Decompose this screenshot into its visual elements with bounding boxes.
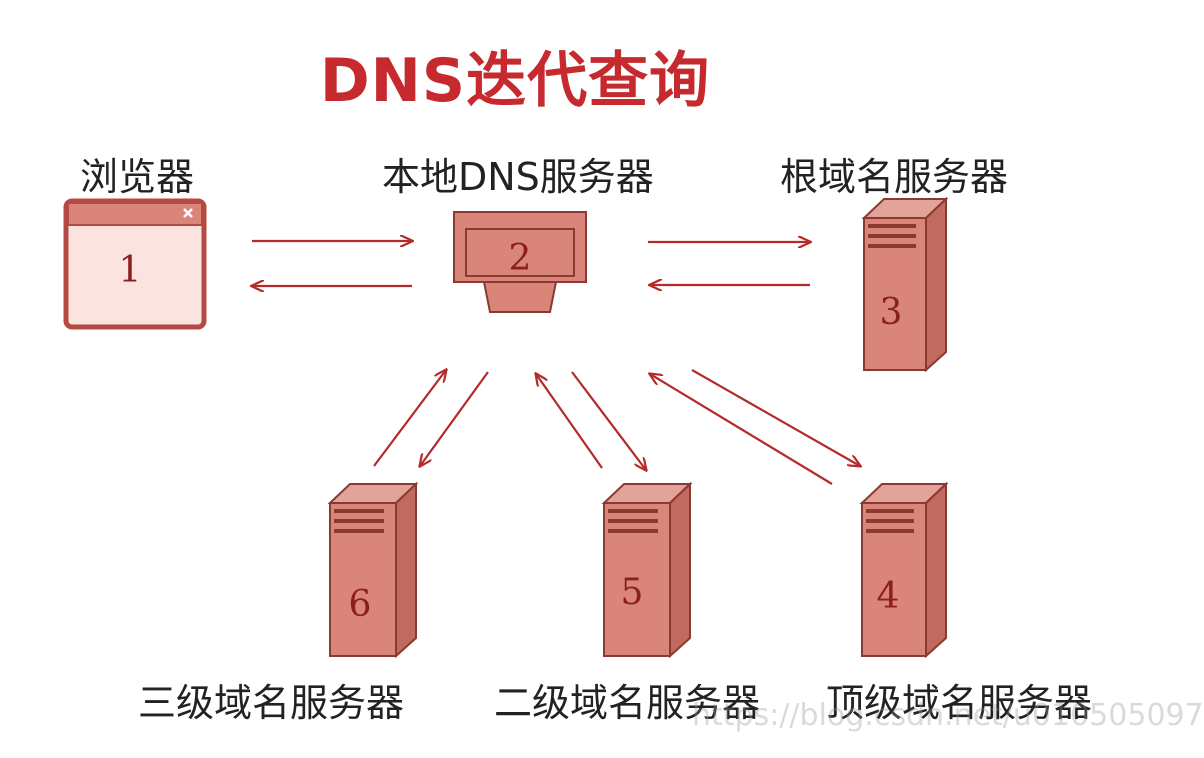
browser-label: 浏览器 <box>80 155 195 199</box>
second-level-dns-server-icon: 5 <box>601 481 693 659</box>
arrow-local-to-third <box>420 371 489 466</box>
tld-dns-server-icon: 4 <box>859 481 949 659</box>
local-dns-server-icon: 2 <box>453 211 587 313</box>
dns-diagram: 1 2 3 6 5 <box>63 196 949 659</box>
second-level-dns-number: 5 <box>621 572 644 613</box>
third-level-dns-label: 三级域名服务器 <box>138 681 405 725</box>
arrow-local-to-second <box>571 371 646 470</box>
local-dns-label: 本地DNS服务器 <box>382 155 654 199</box>
tld-dns-number: 4 <box>877 576 900 617</box>
third-level-dns-number: 6 <box>349 584 372 625</box>
tld-dns-label: 顶级域名服务器 <box>826 681 1093 725</box>
arrow-third-to-local <box>373 370 446 467</box>
watermark: https://blog.csdn.net/u010505097 <box>692 698 1204 733</box>
arrow-local-to-tld <box>691 369 860 466</box>
local-dns-number: 2 <box>509 238 532 279</box>
root-dns-server-icon: 3 <box>861 196 949 373</box>
browser-number: 1 <box>119 250 142 291</box>
root-dns-label: 根域名服务器 <box>780 155 1009 199</box>
diagram-title: DNS迭代查询 <box>319 46 711 116</box>
second-level-dns-label: 二级域名服务器 <box>494 681 761 725</box>
root-dns-number: 3 <box>880 292 903 333</box>
arrow-second-to-local <box>536 374 603 469</box>
browser-window-icon: 1 <box>63 198 207 330</box>
third-level-dns-server-icon: 6 <box>327 481 419 659</box>
arrow-tld-to-local <box>650 374 833 485</box>
